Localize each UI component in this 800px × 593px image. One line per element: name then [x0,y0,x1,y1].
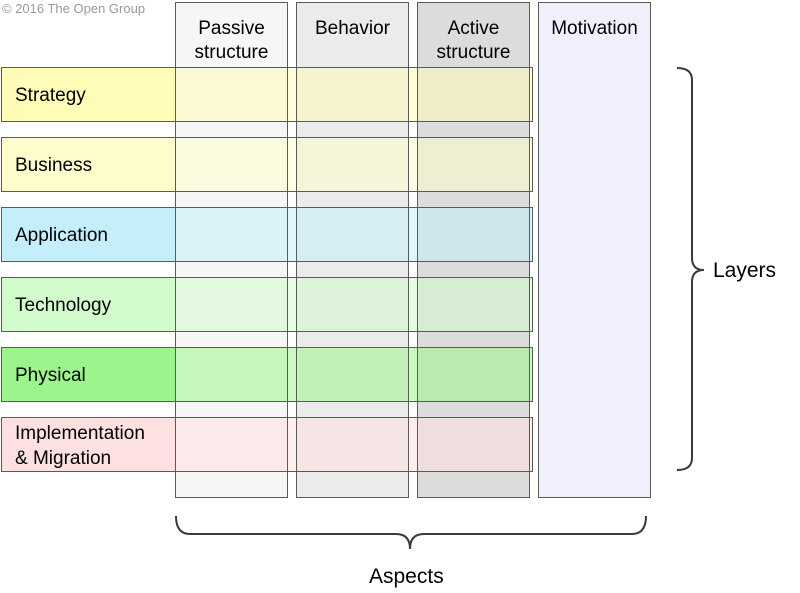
row-label: Strategy [15,85,86,106]
column-outline [175,2,288,498]
column-outline [296,2,409,498]
row-strategy: Strategy [1,67,533,122]
aspects-label: Aspects [369,565,444,588]
column-motivation: Motivation [538,2,651,498]
row-physical: Physical [1,347,533,402]
column-label: Motivation [551,18,638,39]
layers-label: Layers [713,259,777,282]
row-label: Business [15,155,93,176]
column-outline [417,2,530,498]
column-label: Active structure [436,18,511,63]
column-label: Passive structure [194,18,269,63]
copyright: © 2016 The Open Group [2,1,146,16]
row-application: Application [1,207,533,262]
row-label: Application [15,225,108,246]
row-label: Implementation & Migration [15,423,145,469]
aspects-brace [175,515,647,550]
row-implementation-migration: Implementation & Migration [1,417,533,472]
row-label: Physical [15,365,86,386]
row-label: Technology [15,295,112,316]
column-label: Behavior [315,18,390,39]
row-business: Business [1,137,533,192]
row-technology: Technology [1,277,533,332]
